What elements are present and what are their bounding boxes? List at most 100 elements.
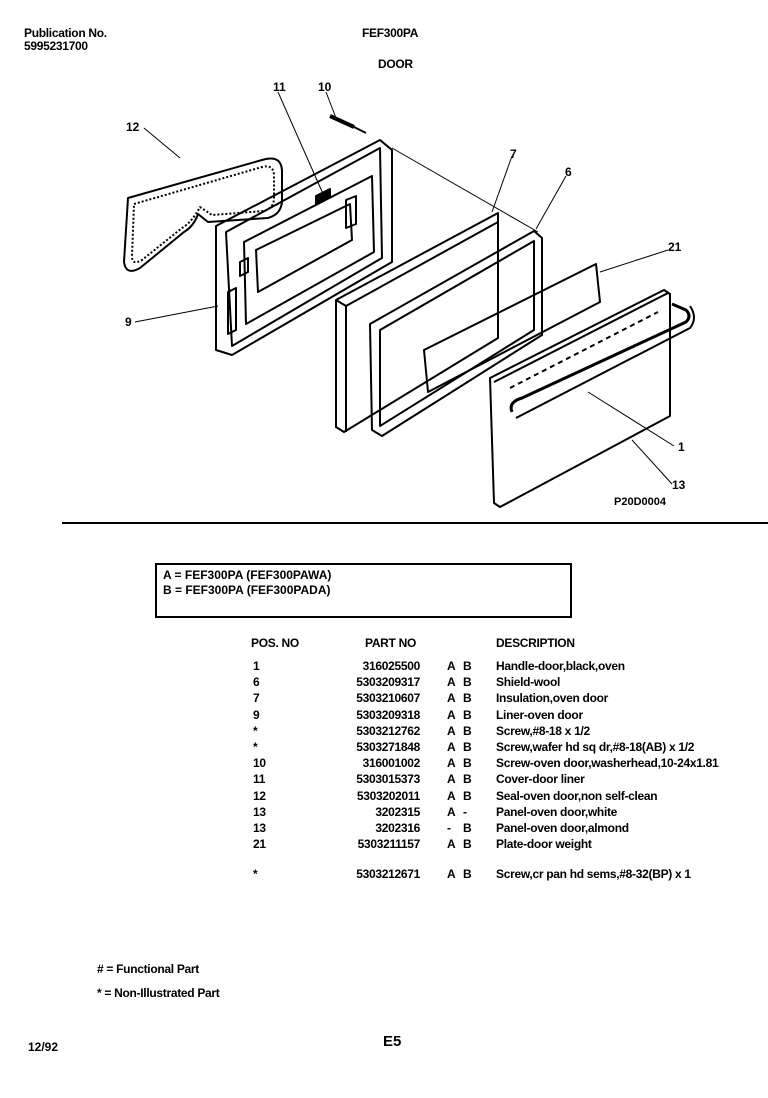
model-b-cell: B <box>463 867 472 882</box>
section-title: DOOR <box>378 57 413 71</box>
model-b-cell: B <box>463 756 472 771</box>
description-cell: Panel-oven door,white <box>496 804 618 819</box>
description-cell: Cover-door liner <box>496 772 585 787</box>
model-b-cell: B <box>463 739 472 754</box>
note-non-illustrated-part: * = Non-Illustrated Part <box>97 986 220 1000</box>
pos-cell: 12 <box>253 788 266 803</box>
header-pos-no: POS. NO <box>251 636 299 650</box>
pos-cell: 13 <box>253 820 266 835</box>
model-b-cell: - <box>463 804 467 819</box>
pos-cell: * <box>253 739 258 754</box>
model-a-cell: A <box>447 707 456 722</box>
pos-cell: * <box>253 723 258 738</box>
part-number-cell: 5303209318 <box>356 707 420 722</box>
part-number-cell: 5303202011 <box>356 788 420 803</box>
model-b-cell: B <box>463 691 472 706</box>
callout-21: 21 <box>668 240 682 254</box>
callout-10: 10 <box>318 80 332 94</box>
model-b-cell: B <box>463 788 472 803</box>
notes: # = Functional Part * = Non-Illustrated … <box>97 957 220 1005</box>
description-cell: Screw,#8-18 x 1/2 <box>496 723 590 738</box>
description-cell: Shield-wool <box>496 675 561 690</box>
part-number-cell: 5303271848 <box>356 739 420 754</box>
model-a-cell: A <box>447 739 456 754</box>
description-cell: Screw,cr pan hd sems,#8-32(BP) x 1 <box>496 867 691 882</box>
header-description: DESCRIPTION <box>496 636 575 650</box>
model-a-cell: A <box>447 867 456 882</box>
model-a-cell: A <box>447 788 456 803</box>
model-a-cell: A <box>447 659 456 673</box>
callout-7: 7 <box>510 147 517 161</box>
model-a-cell: A <box>447 756 456 771</box>
model-legend-box: A = FEF300PA (FEF300PAWA) B = FEF300PA (… <box>155 563 572 618</box>
legend-line-a: A = FEF300PA (FEF300PAWA) <box>163 568 332 582</box>
description-cell: Screw-oven door,washerhead,10-24x1.81 <box>496 756 719 771</box>
model-b-cell: B <box>463 659 472 673</box>
door-handle-part <box>509 302 695 419</box>
door-outer-panel-part <box>489 289 671 508</box>
pos-cell: 10 <box>253 756 266 771</box>
part-number-cell: 3202316 <box>375 820 420 835</box>
model-a-cell: A <box>447 723 456 738</box>
callout-11: 11 <box>273 80 286 94</box>
model-a-cell: A <box>447 675 456 690</box>
pos-cell: 9 <box>253 707 260 722</box>
model-a-cell: A <box>447 691 456 706</box>
part-number-cell: 5303210607 <box>356 691 420 706</box>
description-cell: Seal-oven door,non self-clean <box>496 788 658 803</box>
section-divider <box>62 522 768 524</box>
description-cell: Screw,wafer hd sq dr,#8-18(AB) x 1/2 <box>496 739 695 754</box>
footer-date: 12/92 <box>28 1040 59 1054</box>
model-b-cell: B <box>463 675 472 690</box>
model-b-cell: B <box>463 820 472 835</box>
table-row: 13 3202316 -B Panel-oven door,almond <box>0 821 768 837</box>
description-cell: Panel-oven door,almond <box>496 820 629 835</box>
part-number-cell: 5303211157 <box>357 837 421 852</box>
publication-number: 5995231700 <box>24 39 88 53</box>
diagram-code: P20D0004 <box>614 496 666 508</box>
pos-cell: 7 <box>253 691 260 706</box>
legend-line-b: B = FEF300PA (FEF300PADA) <box>163 583 331 597</box>
part-number-cell: 5303209317 <box>356 675 420 690</box>
description-cell: Insulation,oven door <box>496 691 609 706</box>
model-a-cell: - <box>447 820 451 835</box>
door-liner-part <box>215 139 393 356</box>
model-b-cell: B <box>463 772 472 787</box>
note-functional-part: # = Functional Part <box>97 962 199 976</box>
description-cell: Liner-oven door <box>496 707 583 722</box>
part-number-cell: 316001002 <box>362 756 421 771</box>
door-seal-part <box>123 157 283 272</box>
callout-6: 6 <box>565 165 572 179</box>
door-shield-part <box>369 230 543 437</box>
publication-label: Publication No. <box>24 26 107 40</box>
door-weight-plate-part <box>423 263 601 393</box>
page-number: E5 <box>383 1033 402 1050</box>
pos-cell: 1 <box>253 659 260 673</box>
part-number-cell: 3202315 <box>375 804 420 819</box>
model-a-cell: A <box>447 837 456 852</box>
callout-1: 1 <box>678 440 685 454</box>
model-a-cell: A <box>447 772 456 787</box>
part-number-cell: 5303015373 <box>356 772 420 787</box>
model-b-cell: B <box>463 707 472 722</box>
pos-cell: 13 <box>253 804 266 819</box>
part-number-cell: 316025500 <box>362 659 421 673</box>
model-number: FEF300PA <box>362 26 419 40</box>
description-cell: Plate-door weight <box>496 837 592 852</box>
pos-cell: 11 <box>253 772 266 787</box>
description-cell: Handle-door,black,oven <box>496 659 625 673</box>
callout-13: 13 <box>672 478 686 492</box>
model-b-cell: B <box>463 837 472 852</box>
